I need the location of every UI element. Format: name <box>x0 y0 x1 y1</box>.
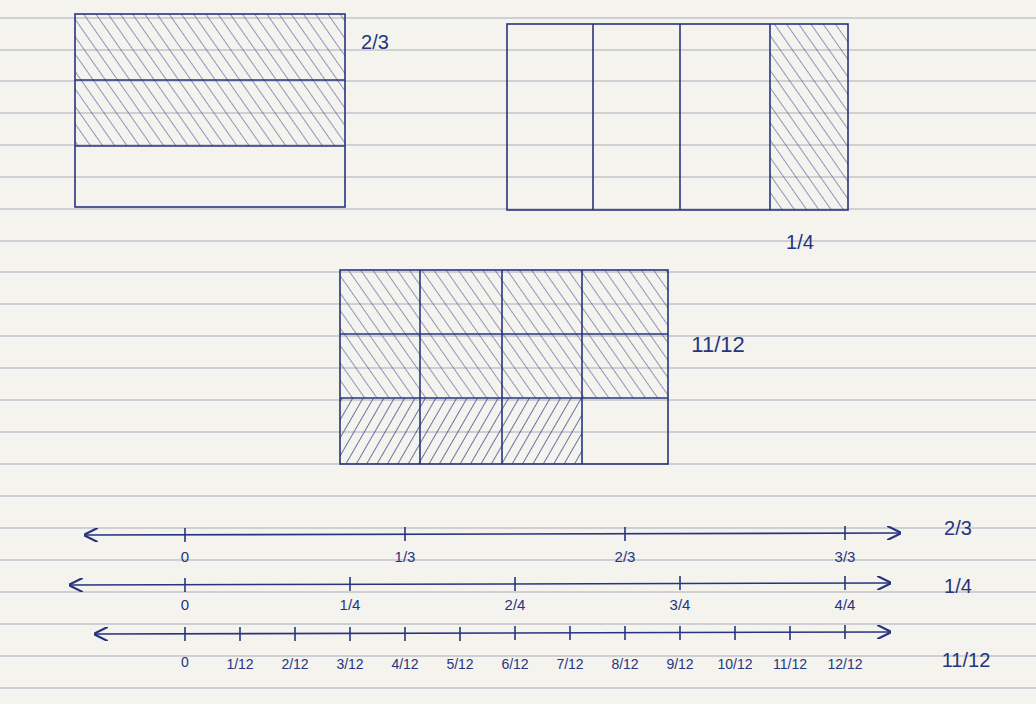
fraction-label: 3/4 <box>670 597 691 612</box>
fraction-label: 2/3 <box>361 32 389 52</box>
fraction-label: 6/12 <box>501 657 528 671</box>
number-lines <box>70 526 900 641</box>
quarters-rectangle <box>507 24 848 210</box>
fraction-label: 10/12 <box>717 657 752 671</box>
fraction-label: 11/12 <box>773 657 807 671</box>
fraction-label: 1/4 <box>944 576 972 596</box>
fraction-label: 11/12 <box>691 334 744 356</box>
fraction-label: 7/12 <box>556 657 583 671</box>
fraction-label: 5/12 <box>446 657 473 671</box>
thirds-rectangle <box>75 14 345 207</box>
fraction-label: 4/4 <box>835 597 856 612</box>
fraction-label: 12/12 <box>827 657 862 671</box>
fraction-label: 3/3 <box>835 549 856 564</box>
fraction-label: 1/4 <box>786 232 814 252</box>
fraction-label: 1/12 <box>226 657 253 671</box>
fraction-label: 2/12 <box>281 657 308 671</box>
fraction-label: 8/12 <box>611 657 638 671</box>
fraction-label: 0 <box>181 549 189 564</box>
fraction-label: 0 <box>181 655 189 669</box>
fraction-label: 2/3 <box>615 549 636 564</box>
fraction-label: 2/3 <box>944 518 972 538</box>
fraction-label: 3/12 <box>336 657 363 671</box>
fraction-label: 9/12 <box>666 657 693 671</box>
fraction-label: 2/4 <box>505 597 526 612</box>
twelfths-rectangle <box>340 270 668 464</box>
fraction-label: 11/12 <box>942 650 991 670</box>
fraction-label: 1/4 <box>340 597 361 612</box>
fraction-label: 0 <box>181 597 189 612</box>
fraction-label: 1/3 <box>395 549 416 564</box>
fraction-label: 4/12 <box>391 657 418 671</box>
